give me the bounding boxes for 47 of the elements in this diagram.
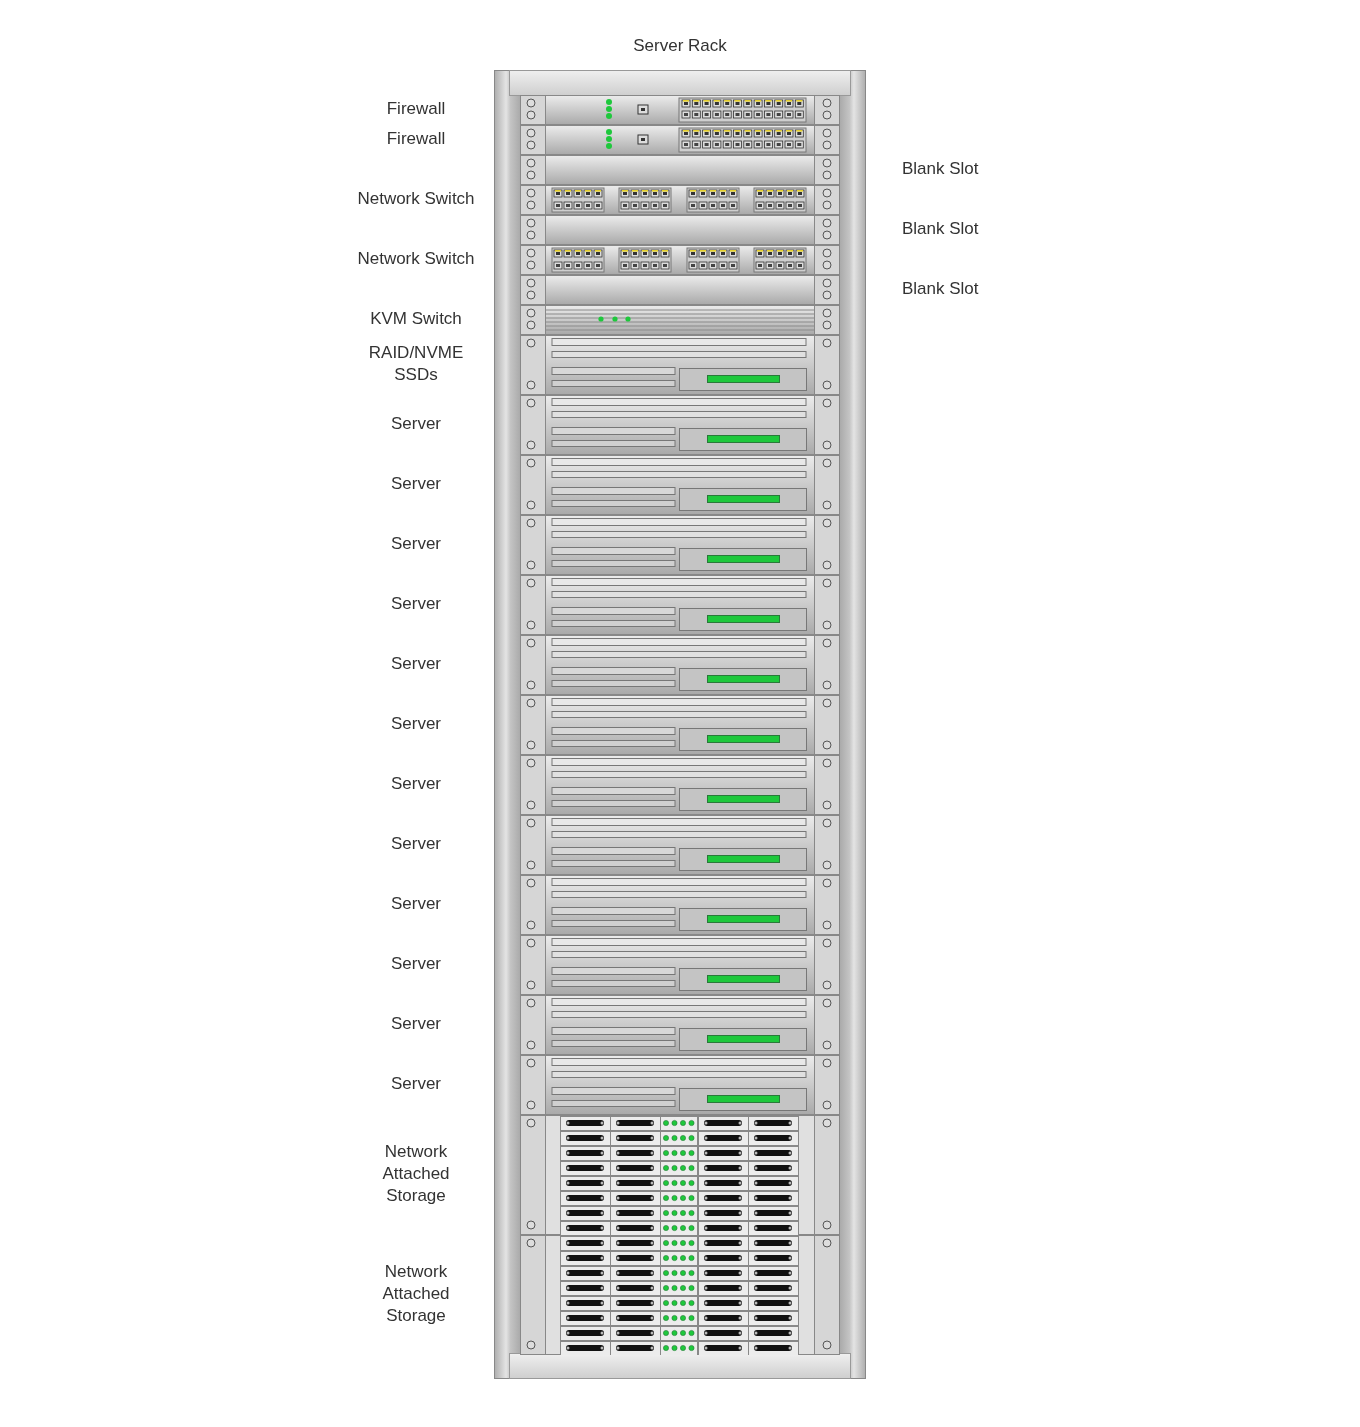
- server-unit: [520, 1055, 840, 1115]
- server-unit: [520, 695, 840, 755]
- storage-array-unit: [520, 1115, 840, 1235]
- unit-label: RAID/NVME SSDs: [367, 342, 465, 386]
- unit-label: Server: [389, 1013, 443, 1035]
- unit-label: Network Attached Storage: [381, 1261, 451, 1327]
- kvm-switch-unit: [520, 305, 840, 335]
- unit-label: Firewall: [385, 98, 447, 120]
- storage-array-unit: [520, 1235, 840, 1355]
- unit-label: Server: [389, 833, 443, 855]
- server-unit: [520, 875, 840, 935]
- unit-label: Blank Slot: [902, 278, 979, 300]
- blank-panel: [520, 275, 840, 305]
- server-unit: [520, 395, 840, 455]
- unit-label: Server: [389, 653, 443, 675]
- rack-title: Server Rack: [632, 36, 728, 56]
- server-unit: [520, 755, 840, 815]
- unit-label: Server: [389, 713, 443, 735]
- server-unit: [520, 635, 840, 695]
- server-unit: [520, 575, 840, 635]
- server-unit: [520, 335, 840, 395]
- unit-label: Server: [389, 773, 443, 795]
- unit-label: Blank Slot: [902, 158, 979, 180]
- unit-label: Server: [389, 593, 443, 615]
- unit-label: Server: [389, 413, 443, 435]
- server-unit: [520, 995, 840, 1055]
- network-switch-unit: [520, 185, 840, 215]
- unit-label: Server: [389, 893, 443, 915]
- blank-panel: [520, 155, 840, 185]
- unit-label: Server: [389, 533, 443, 555]
- unit-label: Server: [389, 473, 443, 495]
- server-unit: [520, 455, 840, 515]
- server-unit: [520, 515, 840, 575]
- unit-label: Server: [389, 953, 443, 975]
- server-unit: [520, 815, 840, 875]
- firewall-unit: [520, 95, 840, 125]
- unit-label: Firewall: [385, 128, 447, 150]
- server-unit: [520, 935, 840, 995]
- unit-label: KVM Switch: [369, 308, 463, 330]
- firewall-unit: [520, 125, 840, 155]
- network-switch-unit: [520, 245, 840, 275]
- unit-label: Network Switch: [356, 188, 476, 210]
- unit-label: Server: [389, 1073, 443, 1095]
- blank-panel: [520, 215, 840, 245]
- unit-label: Network Attached Storage: [381, 1141, 451, 1207]
- unit-label: Blank Slot: [902, 218, 979, 240]
- unit-label: Network Switch: [356, 248, 476, 270]
